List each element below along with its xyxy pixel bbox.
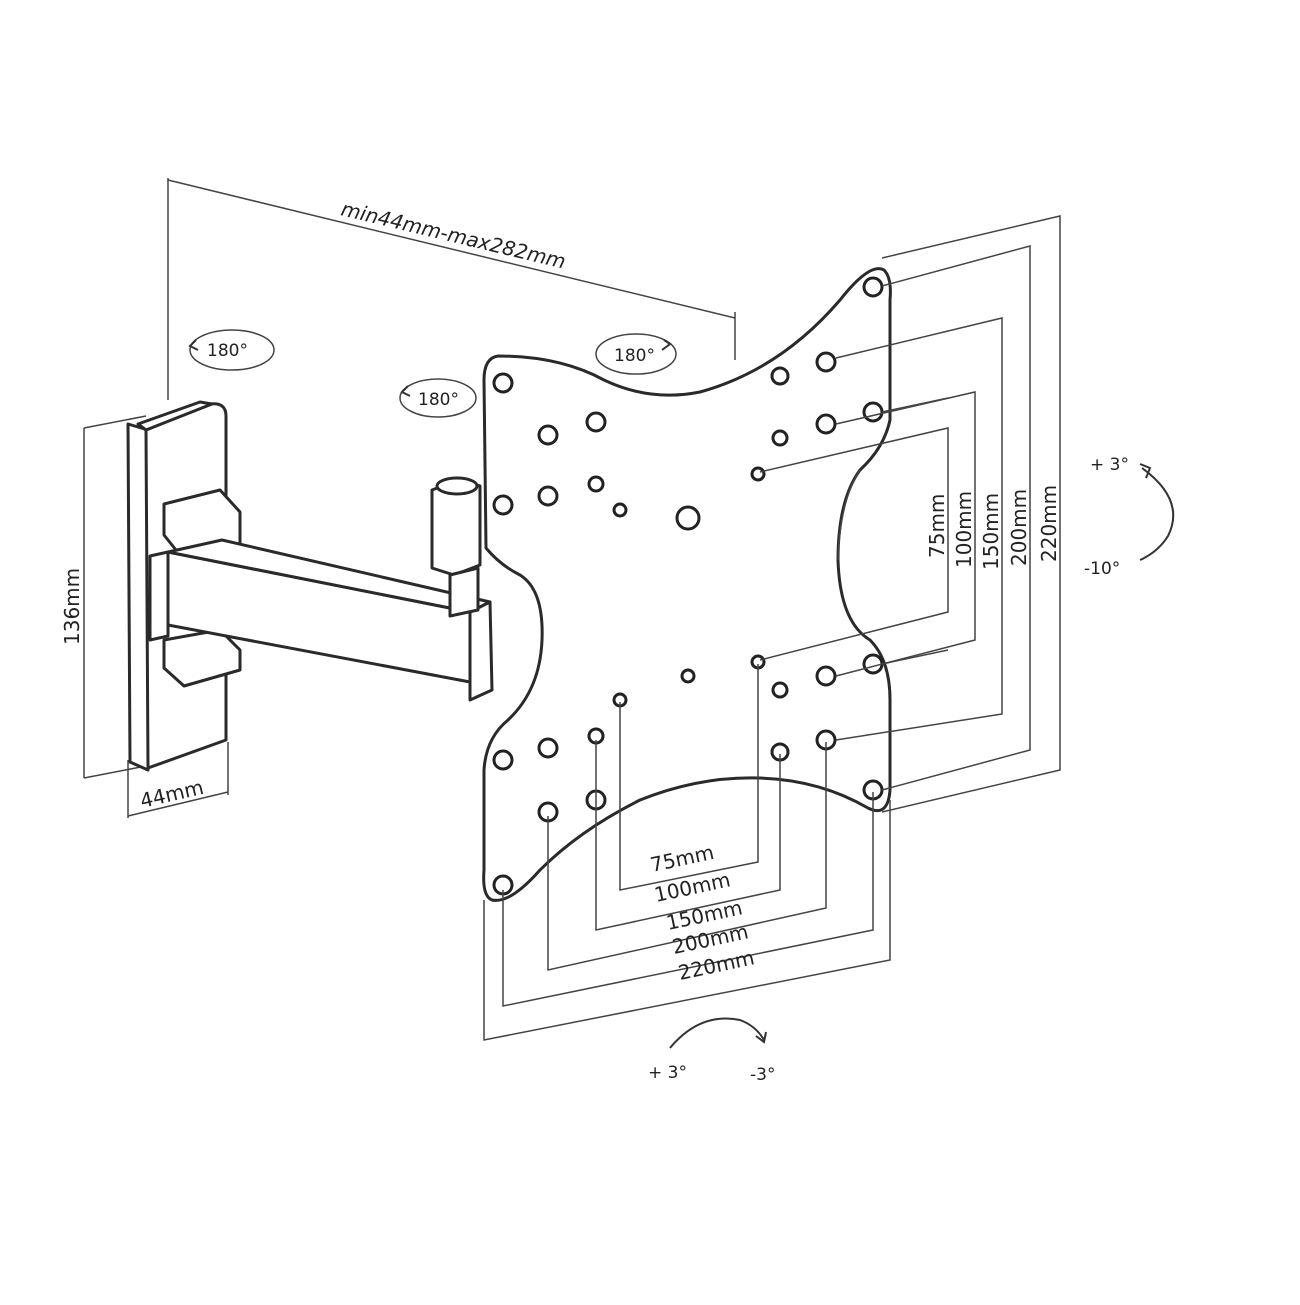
rotation-left: 180° <box>188 329 275 371</box>
wall-plate-depth-label: 44mm <box>138 775 206 813</box>
vesa-v-220-label: 220mm <box>1037 485 1061 562</box>
vesa-v-100-label: 100mm <box>952 491 976 568</box>
rotation-middle-label: 180° <box>418 390 459 410</box>
vesa-v-75-label: 75mm <box>925 494 949 558</box>
wall-plate-height-label: 136mm <box>60 568 84 645</box>
rotation-top: 180° <box>595 333 677 375</box>
rotation-left-label: 180° <box>207 341 248 361</box>
tilt-down-label: -10° <box>1084 559 1120 579</box>
swivel-right-label: -3° <box>750 1065 775 1085</box>
swing-arm <box>148 476 494 702</box>
tilt-up-label: + 3° <box>1090 455 1129 475</box>
vesa-plate <box>482 267 892 902</box>
vesa-v-200-label: 200mm <box>1007 489 1031 566</box>
swivel-left-label: + 3° <box>648 1063 687 1083</box>
vesa-vertical-dimensions: 75mm 100mm 150mm 200mm 220mm <box>759 215 1061 813</box>
tilt-indicator: + 3° -10° <box>1084 455 1175 579</box>
depth-range-label: min44mm-max282mm <box>339 197 568 274</box>
vesa-horizontal-dimensions: 75mm 100mm 150mm 200mm 220mm <box>483 664 891 1041</box>
rotation-top-label: 180° <box>614 346 655 366</box>
swivel-indicator: + 3° -3° <box>648 1017 775 1085</box>
rotation-middle: 180° <box>399 378 477 418</box>
vesa-v-150-label: 150mm <box>979 493 1003 570</box>
